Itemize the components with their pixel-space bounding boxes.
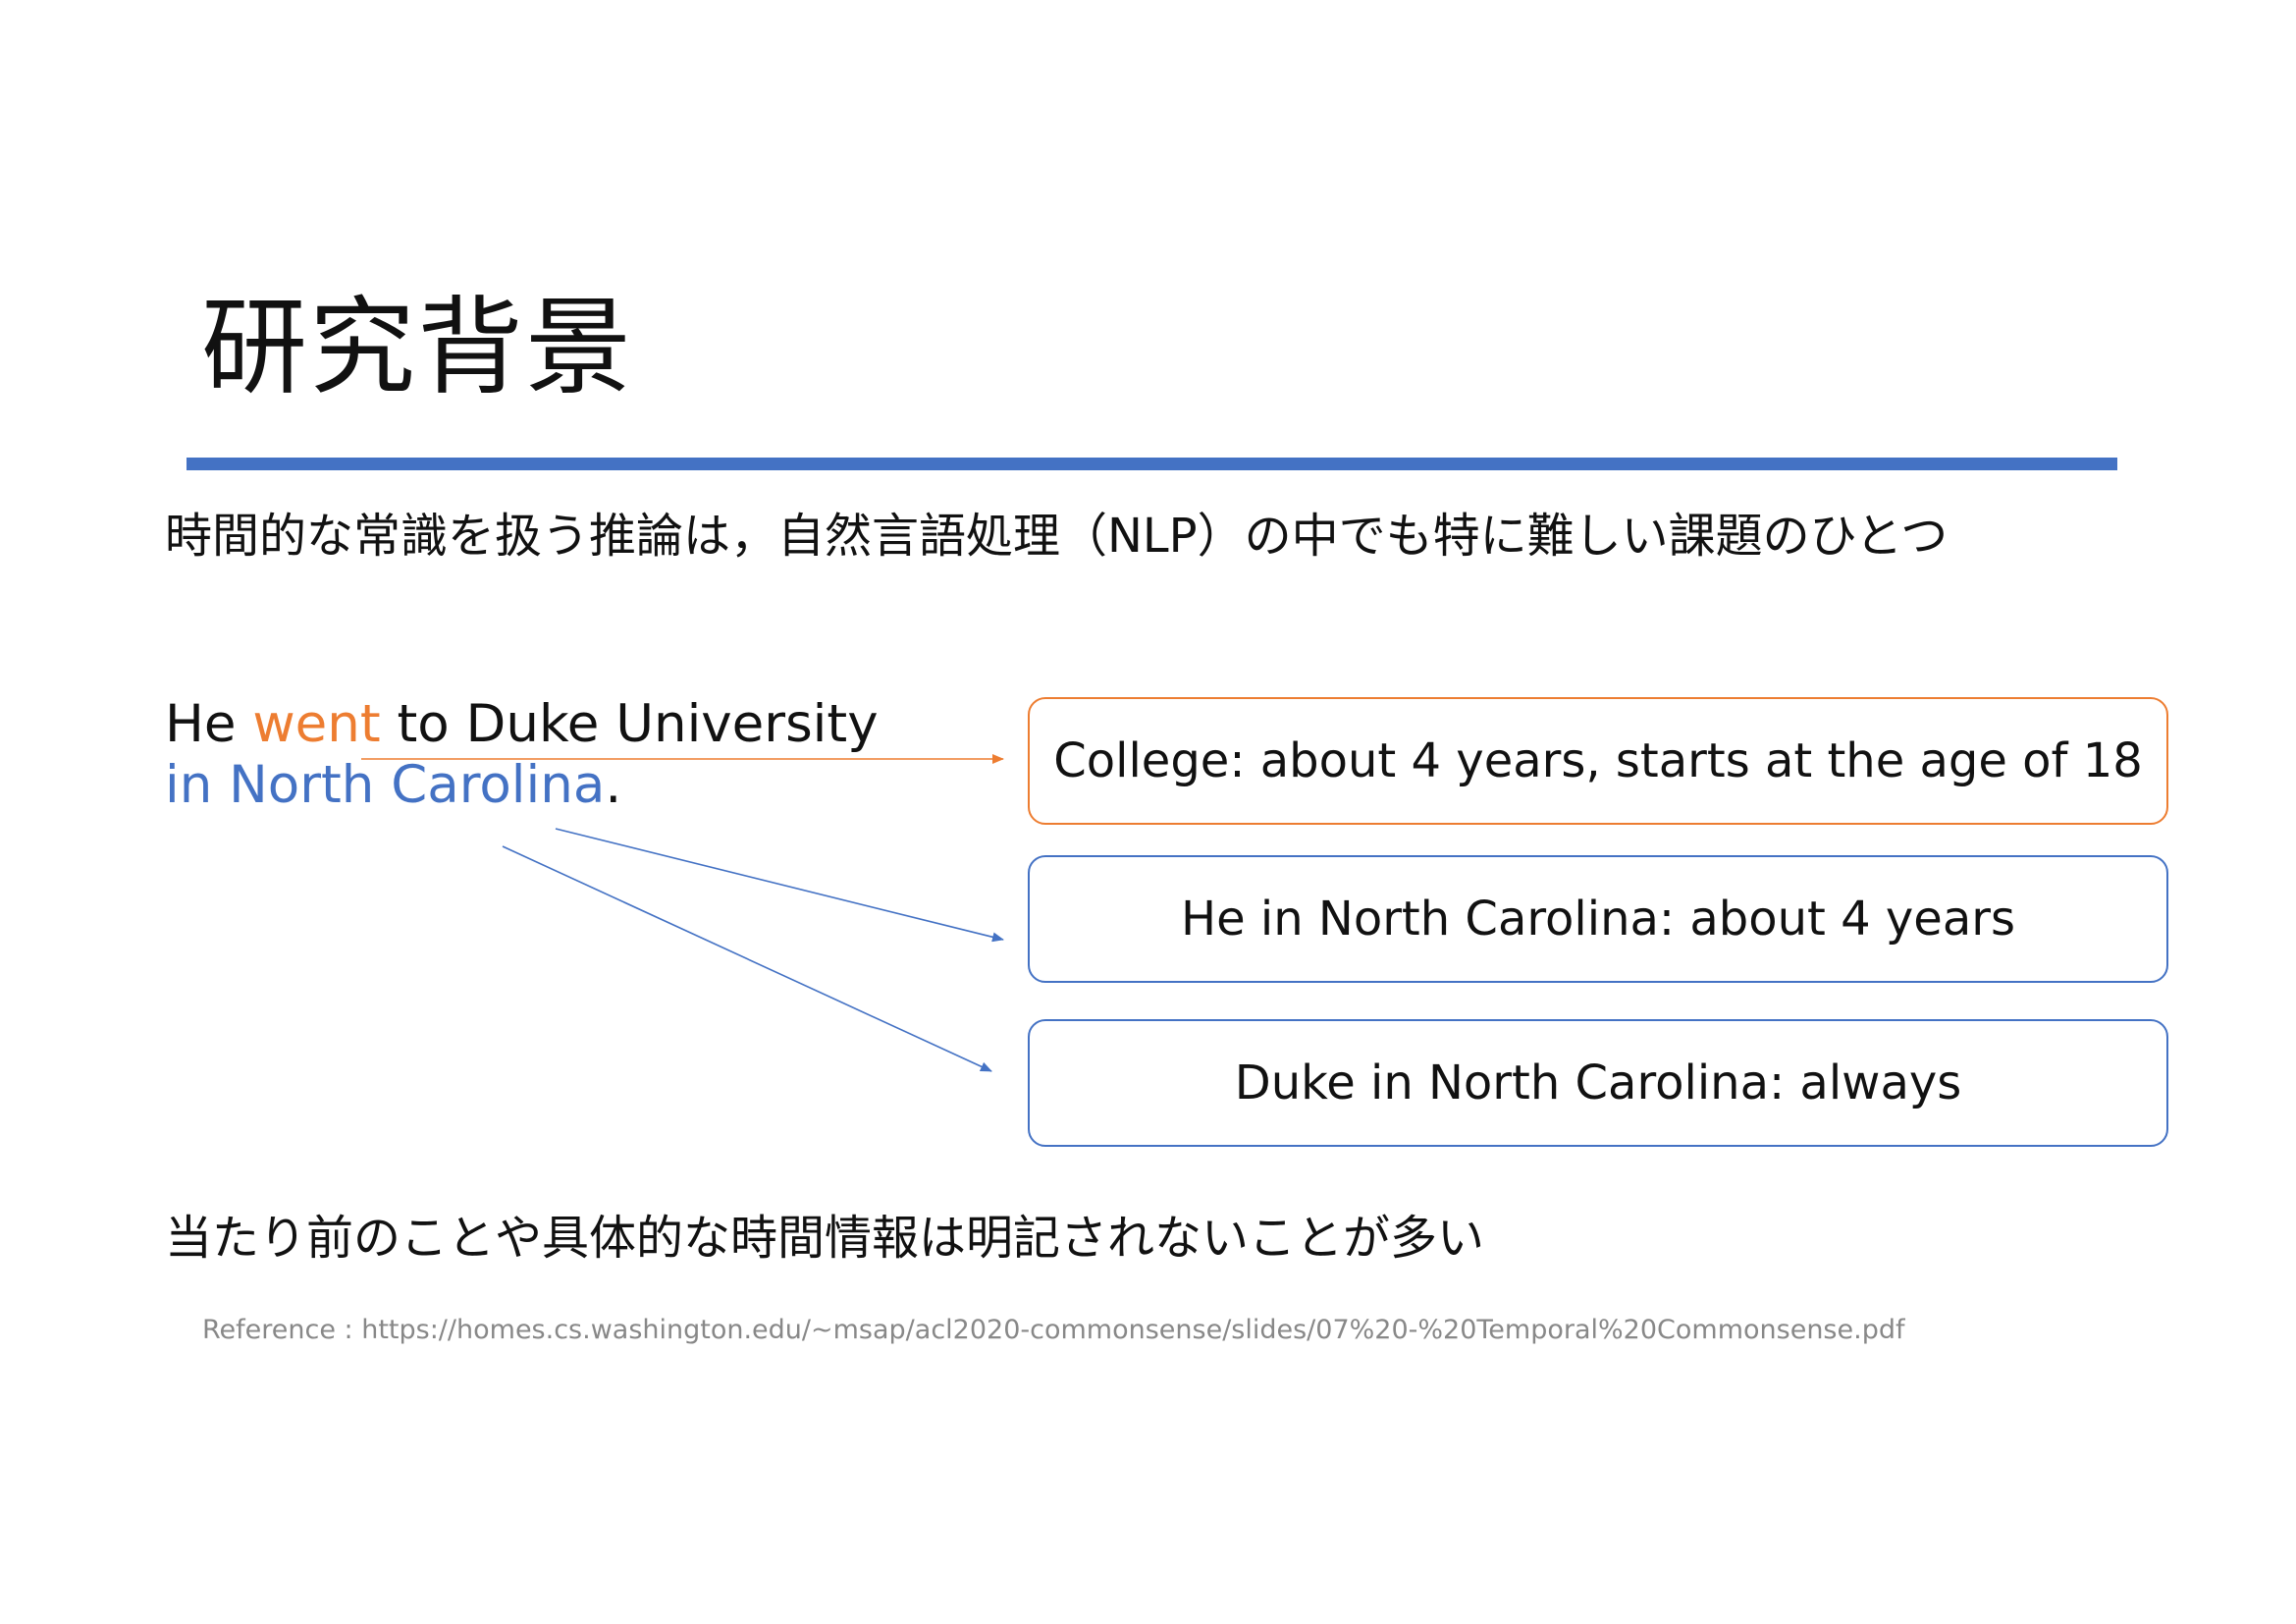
fact-box-he-in-nc-text: He in North Carolina: about 4 years [1181,892,2015,947]
slide-title: 研究背景 [201,287,634,409]
reference-link[interactable]: Reference : https://homes.cs.washington.… [202,1315,1905,1345]
lead-text: 時間的な常識を扱う推論は，自然言語処理（NLP）の中でも特に難しい課題のひとつ [165,509,1949,564]
conclusion-text: 当たり前のことや具体的な時間情報は明記されないことが多い [165,1211,1485,1266]
example-end: . [605,755,622,815]
fact-box-duke-in-nc: Duke in North Carolina: always [1028,1019,2168,1147]
fact-box-he-in-nc: He in North Carolina: about 4 years [1028,855,2168,983]
title-underline [187,458,2117,470]
example-part-1: He [165,694,253,754]
example-verb: went [252,694,381,754]
example-location: in North Carolina [165,755,606,815]
arrow-location-to-he [555,828,1004,943]
fact-box-college: College: about 4 years, starts at the ag… [1028,697,2168,825]
fact-box-college-text: College: about 4 years, starts at the ag… [1053,733,2143,788]
fact-box-duke-in-nc-text: Duke in North Carolina: always [1234,1056,1962,1110]
example-part-2: to Duke University [380,694,879,754]
arrow-location-to-duke [502,845,992,1072]
